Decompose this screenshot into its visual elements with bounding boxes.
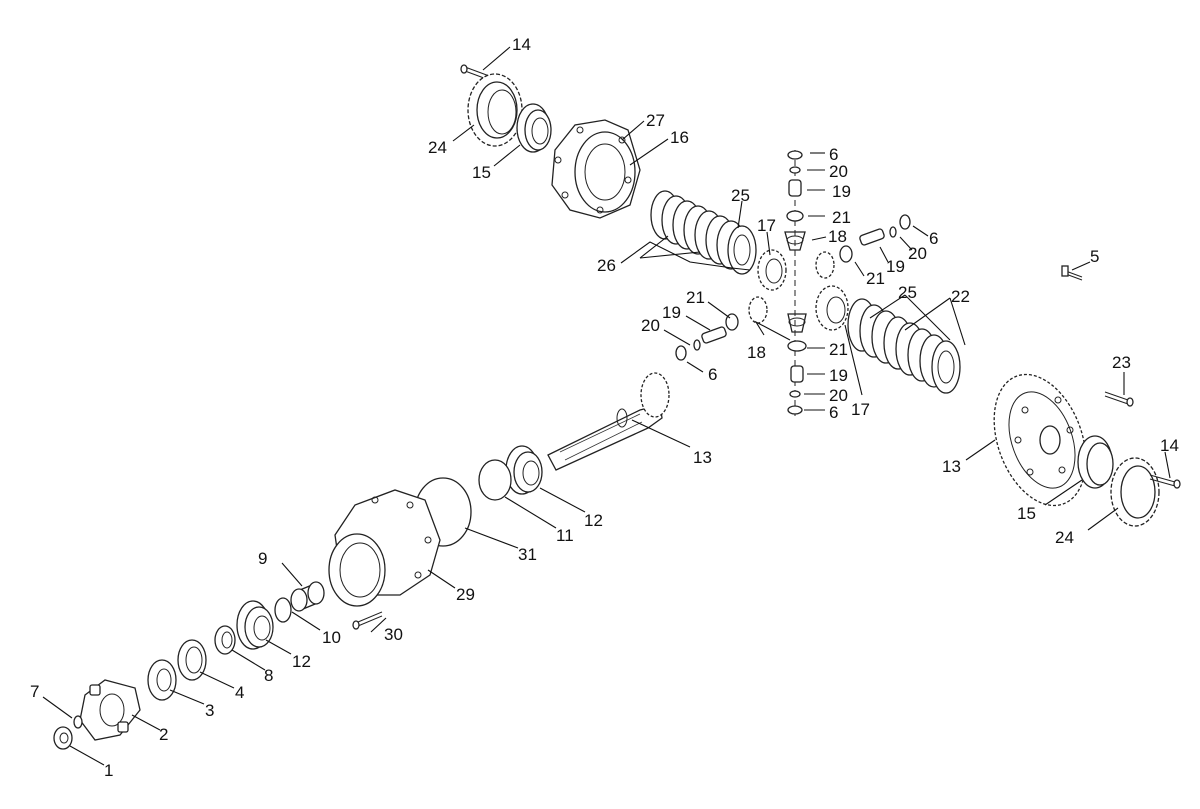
washer-7: [73, 715, 83, 729]
screw-5: [1061, 265, 1083, 281]
callout-7: 7: [30, 682, 39, 701]
callout-24-bottom: 24: [1055, 528, 1074, 547]
callout-9: 9: [258, 549, 267, 568]
callout-12-upper: 12: [584, 511, 603, 530]
pin-stack-right: [839, 214, 911, 263]
pin-stack-bottom: [787, 340, 807, 415]
flange-yoke-2: [79, 679, 141, 741]
callout-20-top: 20: [829, 162, 848, 181]
clutch-pack-lower: [847, 298, 961, 394]
callout-29: 29: [456, 585, 475, 604]
side-gear-17-upper: [757, 249, 787, 291]
callout-6-bottom: 6: [829, 403, 838, 422]
callout-20-right: 20: [908, 244, 927, 263]
callout-8: 8: [264, 666, 273, 685]
callout-18-lower: 18: [747, 343, 766, 362]
callout-22: 22: [951, 287, 970, 306]
bearing-15-top: [516, 103, 552, 153]
callout-3: 3: [205, 701, 214, 720]
callout-4: 4: [235, 683, 244, 702]
callout-30: 30: [384, 625, 403, 644]
callout-25-lower: 25: [898, 283, 917, 302]
pin-stack-left: [675, 313, 739, 361]
callout-31: 31: [518, 545, 537, 564]
callout-14-top: 14: [512, 35, 531, 54]
pinion-gear-18-left: [748, 296, 768, 324]
callout-20-left: 20: [641, 316, 660, 335]
pinion-gear-18-right: [815, 251, 835, 279]
ring-10: [274, 597, 292, 623]
spacer-9: [290, 581, 325, 612]
seal-4: [177, 639, 207, 681]
side-gear-17-lower: [815, 285, 849, 331]
pinion-gear-18-bottom: [787, 313, 807, 333]
callout-11: 11: [556, 526, 574, 545]
callout-14-bottom: 14: [1160, 436, 1179, 455]
callout-24-top: 24: [428, 138, 447, 157]
callout-17-lower: 17: [851, 400, 870, 419]
callout-13-shaft: 13: [693, 448, 712, 467]
bearing-12-lower: [236, 600, 274, 650]
callout-17-upper: 17: [757, 216, 776, 235]
callout-12-lower: 12: [292, 652, 311, 671]
pinion-shaft-13: [547, 372, 670, 471]
callout-21-bottom: 21: [829, 340, 848, 359]
sprocket-ring-24-bottom: [1110, 457, 1160, 527]
callout-19-bottom: 19: [829, 366, 848, 385]
callout-19-right: 19: [886, 257, 905, 276]
callout-20-bottom: 20: [829, 386, 848, 405]
callout-1: 1: [104, 761, 113, 780]
callout-25-upper: 25: [731, 186, 750, 205]
bearing-12-upper: [505, 445, 543, 495]
bearing-housing-29: [328, 489, 441, 607]
callout-19-left: 19: [662, 303, 681, 322]
bolt-23: [1104, 391, 1134, 407]
callout-18-upper: 18: [828, 227, 847, 246]
callout-16: 16: [670, 128, 689, 147]
callout-6-right: 6: [929, 229, 938, 248]
callout-21-top: 21: [832, 208, 851, 227]
housing-cover-27: [551, 119, 641, 219]
callout-6-top: 6: [829, 145, 838, 164]
bolt-14-bottom: [1149, 474, 1181, 489]
callout-13-crown: 13: [942, 457, 961, 476]
clutch-pack-upper: [650, 190, 757, 275]
callout-5: 5: [1090, 247, 1099, 266]
callout-19-top: 19: [832, 182, 851, 201]
callout-26: 26: [597, 256, 616, 275]
crown-wheel-13: [993, 373, 1087, 507]
callout-2: 2: [159, 725, 168, 744]
sprocket-ring-24-top: [467, 73, 523, 147]
callout-15-bottom: 15: [1017, 504, 1036, 523]
nut-1: [53, 726, 73, 750]
callout-21-left: 21: [686, 288, 705, 307]
nut-8: [214, 625, 236, 655]
callout-27: 27: [646, 111, 665, 130]
bearing-15-bottom: [1077, 435, 1114, 489]
leader-lines: [42, 46, 1171, 766]
callout-21-right: 21: [866, 269, 885, 288]
callout-10: 10: [322, 628, 341, 647]
callout-23: 23: [1112, 353, 1131, 372]
washer-3: [147, 659, 177, 701]
snap-ring-11: [478, 459, 512, 501]
bolt-30: [352, 611, 383, 630]
callout-6-left: 6: [708, 365, 717, 384]
callout-15-top: 15: [472, 163, 491, 182]
